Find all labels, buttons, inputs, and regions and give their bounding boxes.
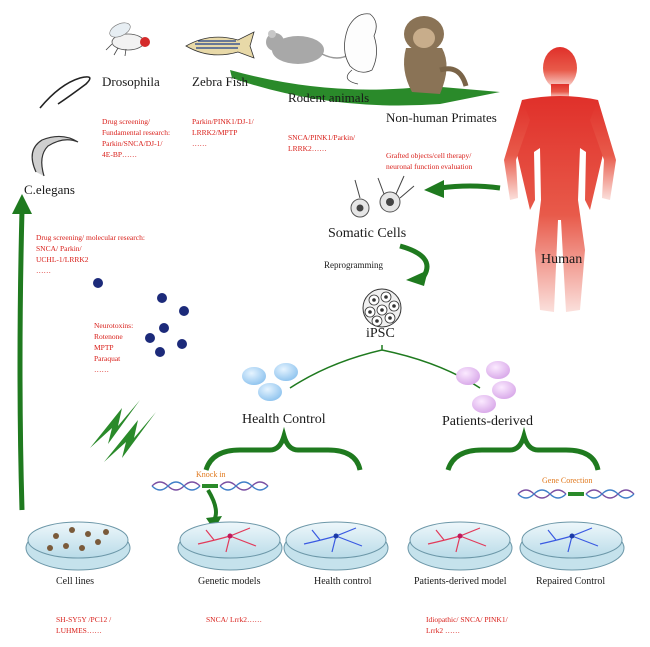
celegans-desc: Drug screening/ molecular research:SNCA/… — [36, 233, 145, 275]
patients-brace — [445, 426, 601, 471]
patients-derived-label: Patients-derived — [442, 414, 533, 429]
monkey-icon — [404, 16, 469, 94]
reprogramming-label: Reprogramming — [324, 260, 383, 270]
knock-in-label: Knock in — [196, 470, 226, 479]
lightning-bolt-icon — [90, 400, 140, 448]
lightning-bolt-icon-2 — [104, 412, 156, 462]
patients-model-desc: Idiopathic/ SNCA/ PINK1/Lrrk2 …… — [426, 615, 508, 635]
patient-cells-icon — [456, 361, 516, 413]
gene-correction-label: Gene Corection — [542, 476, 593, 485]
health-control-cells-icon — [242, 363, 298, 401]
drosophila-desc: Drug screening/Fundamental research:Park… — [102, 117, 171, 159]
knockin-gene-segment — [202, 484, 218, 488]
somatic-cells-icon — [350, 175, 415, 218]
upward-arrow — [17, 209, 25, 511]
primates-title: Non-human Primates — [386, 110, 497, 125]
patients-model-title: Patients-derived model — [414, 576, 507, 587]
neurotoxin-dots — [93, 278, 189, 357]
zebrafish-desc: Parkin/PINK1/DJ-1/LRRK2/MPTP…… — [192, 117, 254, 148]
top-green-sweep — [230, 70, 500, 106]
human-label: Human — [541, 252, 583, 267]
drosophila-title: Drosophila — [102, 74, 160, 89]
dish-cell-lines-icon — [25, 521, 131, 571]
drosophila-icon — [105, 22, 150, 57]
dna-correction-icon — [517, 489, 635, 499]
zebrafish-title: Zebra Fish — [192, 74, 248, 89]
c-elegans-icon — [31, 135, 79, 177]
ipsc-branch-lines — [289, 345, 481, 389]
diagram-canvas — [12, 13, 635, 571]
zebrafish-icon — [185, 31, 255, 59]
celegans-title: C.elegans — [24, 182, 75, 197]
reprogramming-arrow — [399, 243, 430, 278]
knockin-arrow — [206, 488, 218, 522]
repaired-control-title: Repaired Control — [536, 576, 606, 587]
arrow-human-to-somatic — [439, 183, 501, 191]
dish-repaired-control-icon — [519, 521, 625, 571]
ipsc-label: iPSC — [366, 326, 395, 341]
rodent-desc: SNCA/PINK1/Parkin/LRRK2…… — [288, 133, 356, 153]
rodent-gray-icon — [266, 30, 351, 64]
human-silhouette-icon — [504, 47, 616, 312]
health-control-label: Health Control — [242, 412, 326, 427]
worm-icon — [39, 76, 91, 109]
cell-lines-title: Cell lines — [56, 576, 95, 587]
genetic-models-title: Genetic models — [198, 576, 261, 587]
ipsc-cluster-icon — [362, 288, 402, 328]
primates-desc: Grafted objects/cell therapy/neuronal fu… — [386, 151, 473, 171]
genetic-models-desc: SNCA/ Lrrk2…… — [206, 615, 263, 624]
dish-patients-model-icon — [407, 521, 513, 571]
dish-genetic-models-icon — [177, 521, 283, 571]
rodent-white-icon — [344, 13, 377, 85]
dish-health-control-icon — [283, 521, 389, 571]
cell-lines-desc: SH-SY5Y /PC12 /LUHMES…… — [56, 615, 112, 635]
dna-knockin-icon — [151, 481, 269, 491]
health-control-dish-title: Health control — [314, 576, 372, 587]
somatic-cells-label: Somatic Cells — [328, 226, 407, 241]
correction-gene-segment — [568, 492, 584, 496]
health-control-brace — [203, 426, 363, 471]
rodent-title: Rodent animals — [288, 90, 370, 105]
